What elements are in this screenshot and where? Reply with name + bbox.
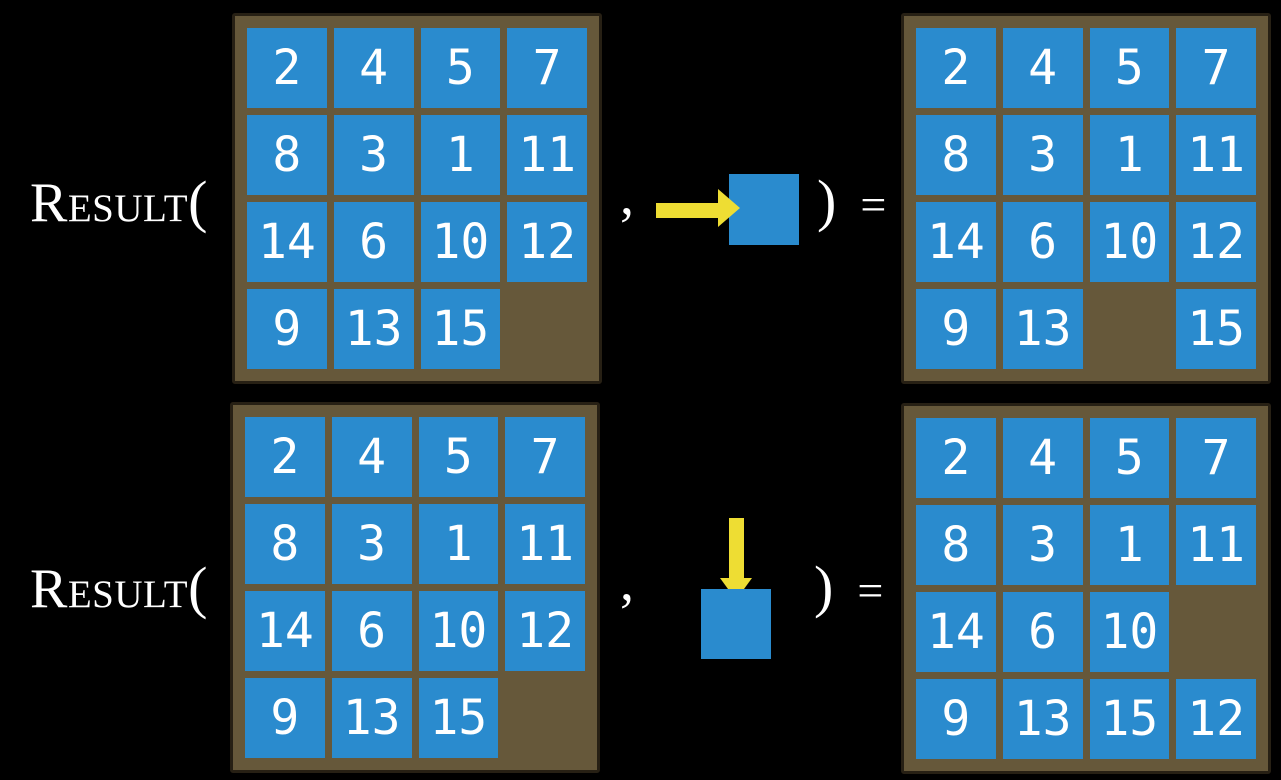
- tile-8: 8: [245, 504, 325, 584]
- action-tile-icon: [701, 589, 771, 659]
- tile-2: 2: [247, 28, 327, 108]
- result-label: Result(: [30, 172, 207, 234]
- function-name: Result: [30, 558, 189, 620]
- tile-4: 4: [333, 28, 414, 108]
- tile-4: 4: [331, 417, 412, 497]
- tile-1: 1: [420, 115, 501, 195]
- tile-10: 10: [420, 202, 501, 282]
- tile-4: 4: [1002, 28, 1083, 108]
- tile-3: 3: [333, 115, 414, 195]
- tile-1: 1: [1089, 115, 1170, 195]
- tile-2: 2: [916, 28, 996, 108]
- tile-1: 1: [418, 504, 499, 584]
- tile-14: 14: [916, 202, 996, 282]
- tile-6: 6: [331, 591, 412, 671]
- arrow-shaft: [729, 518, 744, 578]
- tile-2: 2: [916, 418, 996, 498]
- tile-12: 12: [1176, 679, 1256, 759]
- tile-1: 1: [1089, 505, 1170, 585]
- tile-4: 4: [1002, 418, 1083, 498]
- blank-space: [1176, 592, 1256, 672]
- tile-9: 9: [916, 289, 996, 369]
- tile-9: 9: [247, 289, 327, 369]
- blank-space: [505, 678, 585, 758]
- close-paren: ): [817, 168, 837, 233]
- tile-7: 7: [505, 417, 585, 497]
- function-name: Result: [30, 172, 189, 234]
- move-right-arrow-icon: [656, 189, 740, 227]
- tile-8: 8: [247, 115, 327, 195]
- open-paren: (: [188, 169, 208, 234]
- tile-12: 12: [505, 591, 585, 671]
- tile-8: 8: [916, 115, 996, 195]
- open-paren: (: [188, 555, 208, 620]
- tile-12: 12: [507, 202, 587, 282]
- tile-10: 10: [1089, 202, 1170, 282]
- tile-11: 11: [507, 115, 587, 195]
- tile-13: 13: [1002, 289, 1083, 369]
- tile-13: 13: [331, 678, 412, 758]
- tile-15: 15: [418, 678, 499, 758]
- tile-8: 8: [916, 505, 996, 585]
- tile-14: 14: [247, 202, 327, 282]
- tile-11: 11: [1176, 115, 1256, 195]
- tile-7: 7: [507, 28, 587, 108]
- comma: ,: [620, 165, 634, 227]
- tile-5: 5: [1089, 418, 1170, 498]
- close-paren: ): [814, 554, 834, 619]
- tile-5: 5: [418, 417, 499, 497]
- arrow-head: [718, 189, 740, 227]
- tile-6: 6: [1002, 592, 1083, 672]
- tile-13: 13: [1002, 679, 1083, 759]
- equals-sign: =: [857, 565, 884, 616]
- tile-7: 7: [1176, 28, 1256, 108]
- arrow-shaft: [656, 203, 718, 218]
- tile-9: 9: [916, 679, 996, 759]
- tile-9: 9: [245, 678, 325, 758]
- move-down-arrow-icon: [720, 518, 753, 600]
- blank-space: [507, 289, 587, 369]
- tile-7: 7: [1176, 418, 1256, 498]
- tile-11: 11: [505, 504, 585, 584]
- tile-10: 10: [418, 591, 499, 671]
- tile-11: 11: [1176, 505, 1256, 585]
- tile-15: 15: [1176, 289, 1256, 369]
- tile-3: 3: [1002, 505, 1083, 585]
- tile-6: 6: [333, 202, 414, 282]
- tile-15: 15: [420, 289, 501, 369]
- action-tile-icon: [729, 174, 799, 245]
- close-paren-equals: ) =: [817, 172, 886, 230]
- comma: ,: [620, 551, 634, 613]
- tile-13: 13: [333, 289, 414, 369]
- tile-5: 5: [1089, 28, 1170, 108]
- tile-14: 14: [916, 592, 996, 672]
- equals-sign: =: [860, 179, 887, 230]
- tile-12: 12: [1176, 202, 1256, 282]
- result-label: Result(: [30, 558, 207, 620]
- tile-5: 5: [420, 28, 501, 108]
- tile-10: 10: [1089, 592, 1170, 672]
- tile-14: 14: [245, 591, 325, 671]
- tile-3: 3: [1002, 115, 1083, 195]
- tile-2: 2: [245, 417, 325, 497]
- tile-3: 3: [331, 504, 412, 584]
- tile-15: 15: [1089, 679, 1170, 759]
- tile-6: 6: [1002, 202, 1083, 282]
- close-paren-equals: ) =: [814, 558, 883, 616]
- blank-space: [1090, 289, 1170, 369]
